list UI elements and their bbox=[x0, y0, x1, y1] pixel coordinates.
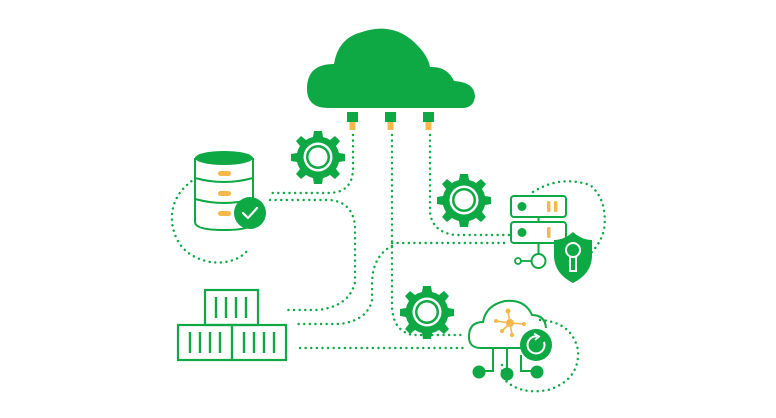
server-shield-key-icon bbox=[510, 195, 592, 283]
gear-icon bbox=[291, 131, 345, 184]
cloud-icon bbox=[306, 28, 475, 130]
cloud-network-sync-icon bbox=[467, 299, 552, 381]
shipping-containers-icon bbox=[176, 288, 288, 362]
connection-lines bbox=[170, 133, 606, 393]
database-check-icon bbox=[194, 151, 266, 232]
gear-icon bbox=[400, 286, 454, 339]
gear-icon bbox=[437, 174, 491, 227]
